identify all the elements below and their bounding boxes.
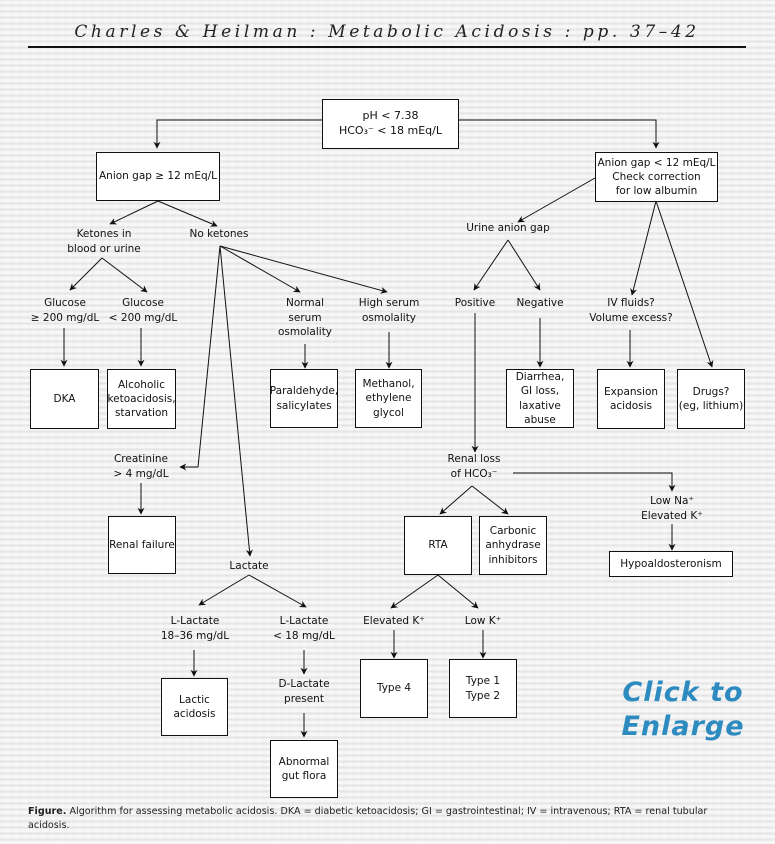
label-creatinine: Creatinine > 4 mg/dL xyxy=(113,453,169,480)
label-d-lactate: D-Lactate present xyxy=(278,678,330,705)
node-dka: DKA xyxy=(30,369,99,429)
label-positive: Positive xyxy=(454,297,496,309)
node-drugs: Drugs? (eg, lithium) xyxy=(677,369,745,429)
arrow-no-ketones-to-normal-osm xyxy=(219,245,301,293)
arrow-lactate-to-l-high xyxy=(198,574,250,606)
label-normal-osm: Normal serum osmolality xyxy=(277,297,333,339)
node-hypoaldosteronism: Hypoaldosteronism xyxy=(609,551,733,577)
arrow-renal-loss-to-carbonic xyxy=(471,485,509,515)
label-negative: Negative xyxy=(516,297,564,309)
node-carbonic-anhydrase: Carbonic anhydrase inhibitors xyxy=(479,516,547,575)
node-expansion-acidosis: Expansion acidosis xyxy=(597,369,665,429)
arrow-ag-low-to-drugs xyxy=(655,200,714,368)
arrow-rta-to-low-k xyxy=(437,574,479,609)
arrow-root-to-ag-high xyxy=(153,119,322,149)
node-alcoholic-ketoacidosis: Alcoholic ketoacidosis, starvation xyxy=(107,369,176,429)
arrow-no-ketones-to-lactate xyxy=(219,245,253,557)
node-renal-failure: Renal failure xyxy=(108,516,176,574)
label-l-lactate-high: L-Lactate 18–36 mg/dL xyxy=(160,615,230,642)
arrow-renal-loss-to-low-na xyxy=(513,472,676,492)
arrow-ag-low-to-iv-fluids xyxy=(630,200,657,296)
click-to-enlarge-link[interactable]: Click to Enlarge xyxy=(621,677,745,742)
arrow-urine-ag-to-negative xyxy=(507,239,541,291)
arrow-ag-high-to-ketones xyxy=(109,200,159,225)
node-anion-gap-high: Anion gap ≥ 12 mEq/L xyxy=(96,152,220,201)
figure-caption: Figure. Algorithm for assessing metaboli… xyxy=(28,805,746,833)
arrow-rta-to-elevated-k xyxy=(390,574,439,609)
label-urine-anion-gap: Urine anion gap xyxy=(466,222,550,234)
node-root-ph-hco3: pH < 7.38 HCO₃⁻ < 18 mEq/L xyxy=(322,99,459,149)
label-lactate: Lactate xyxy=(229,560,269,572)
arrow-ag-low-to-urine-ag xyxy=(517,177,596,223)
label-no-ketones: No ketones xyxy=(189,228,249,240)
label-glucose-low: Glucose < 200 mg/dL xyxy=(108,297,178,324)
node-methanol: Methanol, ethylene glycol xyxy=(355,369,422,428)
label-high-osm: High serum osmolality xyxy=(358,297,420,324)
node-type-1-2: Type 1 Type 2 xyxy=(449,659,517,718)
node-paraldehyde: Paraldehyde, salicylates xyxy=(270,369,338,428)
node-rta: RTA xyxy=(404,516,472,575)
arrow-renal-loss-to-rta xyxy=(439,485,473,515)
caption-label: Figure. xyxy=(28,806,67,817)
label-glucose-high: Glucose ≥ 200 mg/dL xyxy=(30,297,100,324)
node-diarrhea: Diarrhea, GI loss, laxative abuse xyxy=(506,369,574,428)
label-renal-loss: Renal loss of HCO₃⁻ xyxy=(447,453,501,480)
arrow-ag-high-to-no-ketones xyxy=(157,200,218,227)
arrow-no-ketones-to-creatinine xyxy=(179,245,221,471)
node-type-4: Type 4 xyxy=(360,659,428,718)
label-ketones: Ketones in blood or urine xyxy=(67,228,141,255)
header-rule xyxy=(28,46,746,48)
arrow-lactate-to-l-low xyxy=(248,574,307,608)
arrow-root-to-ag-low xyxy=(459,119,660,149)
label-iv-fluids: IV fluids? Volume excess? xyxy=(589,297,673,324)
label-elevated-k: Elevated K⁺ xyxy=(363,615,425,627)
arrow-ketones-to-glucose-high xyxy=(69,257,103,291)
node-abnormal-gut-flora: Abnormal gut flora xyxy=(270,740,338,798)
label-low-k: Low K⁺ xyxy=(464,615,502,627)
arrow-no-ketones-to-high-osm xyxy=(219,245,388,294)
node-lactic-acidosis: Lactic acidosis xyxy=(161,678,228,736)
label-low-na: Low Na⁺ Elevated K⁺ xyxy=(641,495,703,522)
journal-header: Charles & Heilman : Metabolic Acidosis :… xyxy=(74,22,700,42)
arrow-urine-ag-to-positive xyxy=(473,239,509,291)
label-l-lactate-low: L-Lactate < 18 mg/dL xyxy=(273,615,335,642)
node-anion-gap-low: Anion gap < 12 mEq/L Check correction fo… xyxy=(595,152,718,202)
arrow-ketones-to-glucose-low xyxy=(101,257,148,293)
caption-text: Algorithm for assessing metabolic acidos… xyxy=(28,806,708,831)
